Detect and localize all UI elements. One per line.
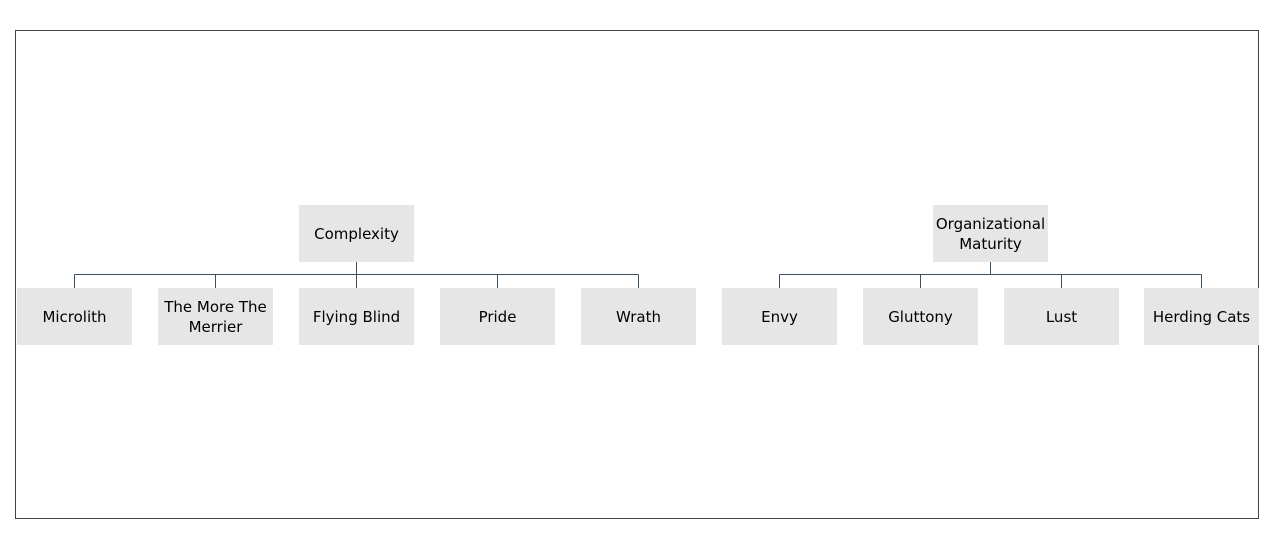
- node-microlith: Microlith: [17, 288, 132, 345]
- diagram-frame: [15, 30, 1259, 519]
- node-gluttony: Gluttony: [863, 288, 978, 345]
- node-lust: Lust: [1004, 288, 1119, 345]
- node-label: The More The Merrier: [164, 297, 267, 336]
- node-label: Herding Cats: [1152, 307, 1251, 326]
- node-complexity: Complexity: [299, 205, 414, 262]
- node-label: Pride: [478, 307, 517, 326]
- node-label: Flying Blind: [312, 307, 401, 326]
- node-label: Complexity: [314, 224, 399, 243]
- node-label: Organizational Maturity: [935, 214, 1046, 253]
- node-envy: Envy: [722, 288, 837, 345]
- node-flying-blind: Flying Blind: [299, 288, 414, 345]
- node-label: Microlith: [42, 307, 107, 326]
- node-label: Envy: [761, 307, 798, 326]
- node-herding-cats: Herding Cats: [1144, 288, 1259, 345]
- node-pride: Pride: [440, 288, 555, 345]
- node-label: Wrath: [616, 307, 661, 326]
- node-organizational-maturity: Organizational Maturity: [933, 205, 1048, 262]
- node-label: Gluttony: [888, 307, 953, 326]
- node-the-more-the-merrier: The More The Merrier: [158, 288, 273, 345]
- node-label: Lust: [1045, 307, 1078, 326]
- node-wrath: Wrath: [581, 288, 696, 345]
